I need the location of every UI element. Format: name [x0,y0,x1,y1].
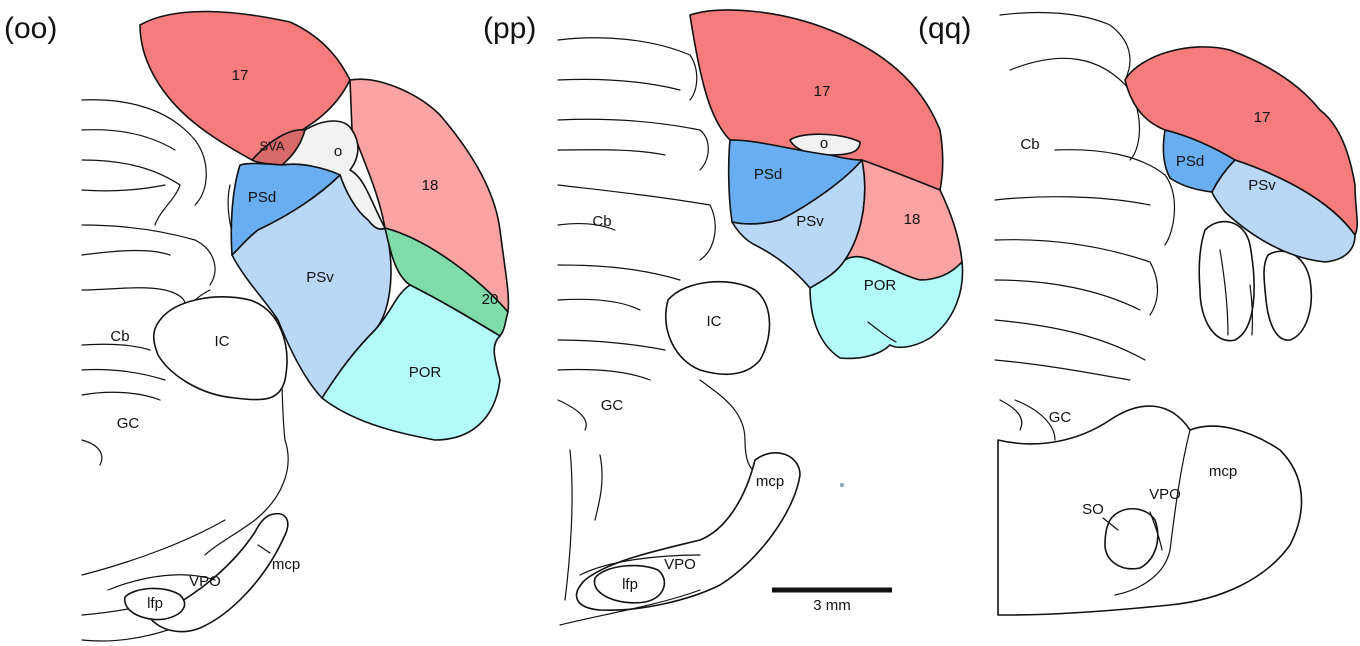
label-PSv-qq: PSv [1248,177,1276,194]
panel-pp: (pp) 17 [483,10,963,625]
label-PSd-qq: PSd [1176,153,1204,170]
label-o-pp: o [820,135,828,152]
label-GC-pp: GC [601,397,624,414]
label-SO-qq: SO [1082,501,1104,518]
label-20-oo: 20 [482,291,499,308]
label-17-oo: 17 [232,67,249,84]
label-18-oo: 18 [422,177,439,194]
fold-a-qq [1199,222,1254,341]
label-17-qq: 17 [1254,109,1271,126]
label-mcp-pp: mcp [756,473,784,490]
label-VPO-qq: VPO [1149,486,1181,503]
label-PSd-pp: PSd [754,166,782,183]
label-POR-pp: POR [864,277,897,294]
label-PSd-oo: PSd [248,189,276,206]
label-Cb-oo: Cb [110,328,129,345]
speck [840,483,844,487]
label-GC-oo: GC [117,415,140,432]
label-VPO-pp: VPO [664,556,696,573]
SO-region-qq [1105,509,1158,569]
label-PSv-pp: PSv [796,213,824,230]
fold-b-qq [1264,251,1311,340]
label-SVA-oo: SVA [259,138,284,153]
mcp-region-qq [998,406,1301,615]
label-GC-qq: GC [1049,409,1072,426]
panel-label-pp: (pp) [483,12,536,45]
label-mcp-oo: mcp [272,556,300,573]
label-18-pp: 18 [904,211,921,228]
label-Cb-qq: Cb [1020,136,1039,153]
label-lfp-pp: lfp [622,576,638,593]
scale-bar-label: 3 mm [813,597,851,614]
label-mcp-qq: mcp [1209,463,1237,480]
label-17-pp: 17 [814,83,831,100]
cerebellum-folia-oo [82,100,215,465]
panel-qq: (qq) 17 PSd PSv Cb G [918,12,1357,615]
label-IC-pp: IC [707,313,722,330]
label-o-oo: o [334,143,342,160]
label-POR-oo: POR [409,364,442,381]
panel-label-oo: (oo) [4,12,57,45]
label-Cb-pp: Cb [592,213,611,230]
label-PSv-oo: PSv [306,269,334,286]
label-VPO-oo: VPO [189,573,221,590]
panel-label-qq: (qq) [918,12,971,45]
label-IC-oo: IC [215,333,230,350]
panel-oo: (oo) [4,11,508,640]
label-lfp-oo: lfp [147,595,163,612]
